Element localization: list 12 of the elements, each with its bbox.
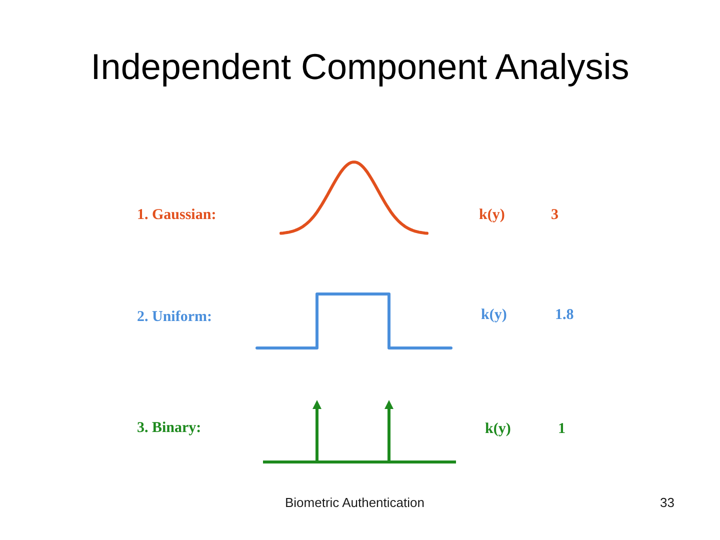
kurtosis-label: k(y)	[485, 420, 511, 438]
kurtosis-label: k(y)	[479, 206, 505, 224]
kurtosis-label: k(y)	[481, 306, 507, 324]
slide-title: Independent Component Analysis	[90, 46, 630, 88]
footer-text: Biometric Authentication	[285, 495, 424, 511]
distribution-name: 1. Gaussian:	[137, 206, 216, 224]
page-number: 33	[660, 495, 674, 511]
distribution-name: 3. Binary:	[137, 419, 202, 437]
kurtosis-value: 1	[558, 420, 566, 438]
kurtosis-value: 3	[551, 206, 558, 224]
distribution-name: 2. Uniform:	[137, 308, 212, 326]
kurtosis-value: 1.8	[555, 306, 574, 324]
